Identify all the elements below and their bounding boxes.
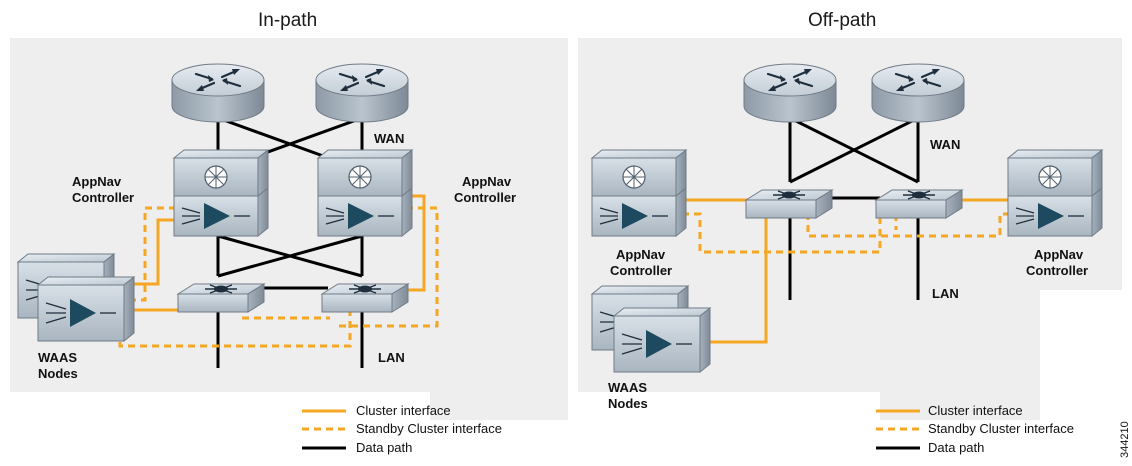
in-path-standby-lines xyxy=(118,206,439,348)
off-path-router-left xyxy=(742,62,838,124)
in-path-router-right xyxy=(314,62,410,124)
off-path-background xyxy=(578,38,1122,420)
off-path-controller-right xyxy=(1007,149,1103,237)
in-path-legend-standby: Standby Cluster interface xyxy=(356,421,502,436)
off-path-wan-label: WAN xyxy=(930,137,960,152)
figure-id: 344210 xyxy=(1119,421,1131,458)
router-icon xyxy=(870,62,966,124)
in-path-switch-right xyxy=(321,283,409,313)
switch-icon xyxy=(875,189,963,219)
waas-node-icon xyxy=(613,307,711,373)
in-path-controller-left xyxy=(173,149,269,237)
switch-icon xyxy=(177,283,265,313)
off-path-waas-label-1: WAAS xyxy=(608,380,647,395)
off-path-legend-data: Data path xyxy=(928,440,984,455)
in-path-waas-label-2: Nodes xyxy=(38,366,78,381)
waas-node-icon xyxy=(37,276,135,342)
in-path-router-left xyxy=(170,62,266,124)
switch-icon xyxy=(321,283,409,313)
off-path-controller-right-label-1: AppNav xyxy=(1034,247,1084,262)
appnav-controller-icon xyxy=(591,149,687,237)
in-path-legend-data: Data path xyxy=(356,440,412,455)
in-path-legend-cluster: Cluster interface xyxy=(356,403,451,418)
router-icon xyxy=(170,62,266,124)
off-path-switch-left xyxy=(745,189,833,219)
off-path-controller-left-label-1: AppNav xyxy=(616,247,666,262)
off-path-panel: Off-path xyxy=(578,10,1131,458)
off-path-legend-standby: Standby Cluster interface xyxy=(928,421,1074,436)
appnav-controller-icon xyxy=(317,149,413,237)
off-path-waas-label-2: Nodes xyxy=(608,396,648,411)
switch-icon xyxy=(745,189,833,219)
in-path-legend: Cluster interface Standby Cluster interf… xyxy=(302,403,502,455)
in-path-background xyxy=(10,38,568,420)
in-path-controller-left-label-2: Controller xyxy=(72,190,134,205)
appnav-controller-icon xyxy=(173,149,269,237)
off-path-controller-right-label-2: Controller xyxy=(1026,263,1088,278)
router-icon xyxy=(742,62,838,124)
in-path-panel: In-path xyxy=(10,10,568,455)
in-path-controller-right-label-2: Controller xyxy=(454,190,516,205)
in-path-data-path-lines xyxy=(216,116,364,368)
off-path-legend: Cluster interface Standby Cluster interf… xyxy=(876,403,1074,455)
off-path-controller-left-label-2: Controller xyxy=(610,263,672,278)
router-icon xyxy=(314,62,410,124)
in-path-lan-label: LAN xyxy=(378,350,405,365)
off-path-switch-right xyxy=(875,189,963,219)
off-path-data-path-lines xyxy=(788,116,920,300)
in-path-switch-left xyxy=(177,283,265,313)
in-path-wan-label: WAN xyxy=(374,131,404,146)
off-path-router-right xyxy=(870,62,966,124)
in-path-waas-label-1: WAAS xyxy=(38,350,77,365)
off-path-cluster-lines xyxy=(682,198,1010,344)
off-path-legend-cluster: Cluster interface xyxy=(928,403,1023,418)
in-path-cluster-lines xyxy=(130,194,426,312)
in-path-controller-right-label-1: AppNav xyxy=(462,174,512,189)
off-path-lan-label: LAN xyxy=(932,286,959,301)
in-path-controller-right xyxy=(317,149,413,237)
appnav-controller-icon xyxy=(1007,149,1103,237)
off-path-title: Off-path xyxy=(808,10,876,31)
in-path-title: In-path xyxy=(258,10,317,31)
in-path-controller-left-label-1: AppNav xyxy=(72,174,122,189)
off-path-controller-left xyxy=(591,149,687,237)
